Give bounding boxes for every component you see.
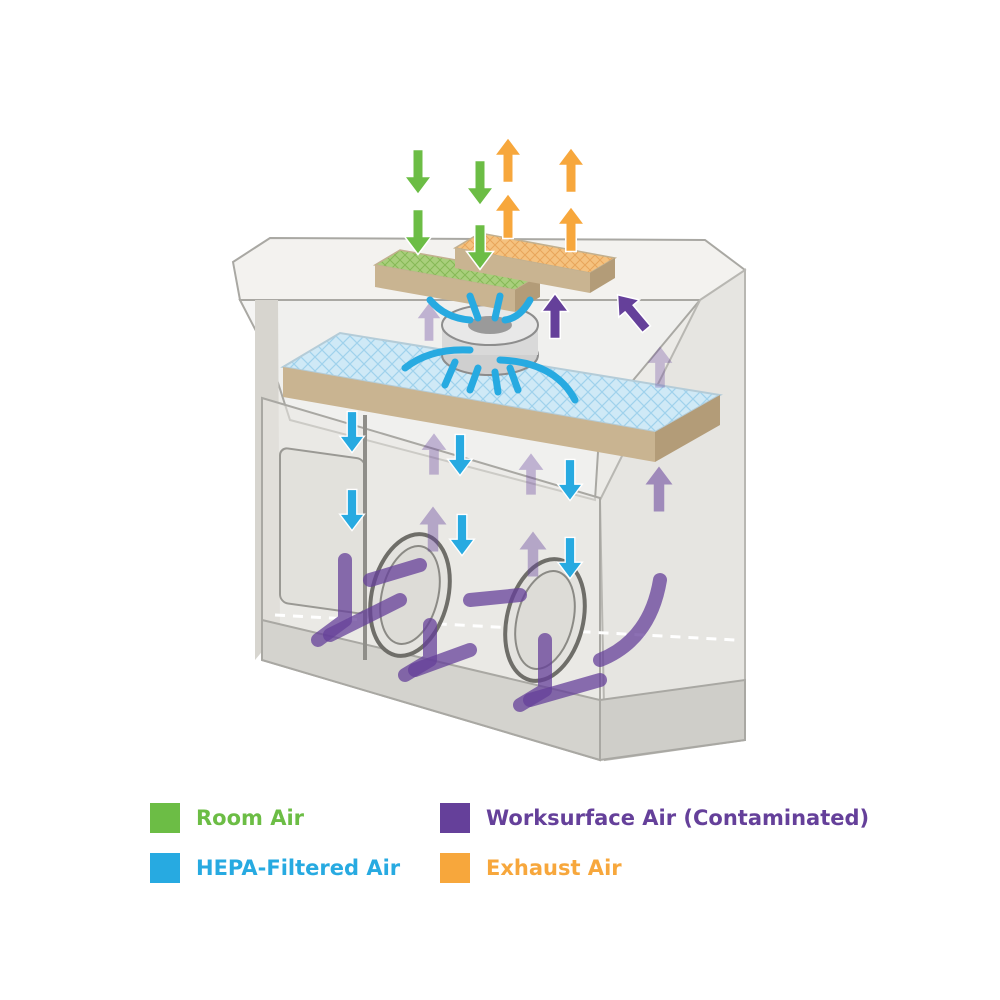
glove-port-right: [503, 557, 587, 683]
legend-item-exhaust-air: Exhaust Air: [440, 851, 622, 885]
legend-item-worksurface-air: Worksurface Air (Contaminated): [440, 801, 869, 835]
worksurface-air-paths: [311, 553, 667, 712]
legend-label-room-air: Room Air: [196, 806, 305, 830]
exhaust-pre-filter: [452, 232, 618, 293]
legend-item-room-air: Room Air: [150, 801, 304, 835]
legend-label-worksurface-air: Worksurface Air (Contaminated): [486, 806, 870, 830]
exhaust-air-arrows: [493, 136, 586, 253]
legend-item-hepa-air: HEPA-Filtered Air: [150, 851, 400, 885]
legend-label-hepa-air: HEPA-Filtered Air: [196, 856, 401, 880]
room-air-swatch: [150, 803, 180, 833]
legend-label-exhaust-air: Exhaust Air: [486, 856, 622, 880]
exhaust-air-swatch: [440, 853, 470, 883]
hepa-filter: [280, 331, 723, 462]
hepa-filtered-air-swirl: [401, 292, 579, 404]
room-air-pre-filter: [372, 249, 543, 312]
hepa-air-swatch: [150, 853, 180, 883]
worksurface-air-swatch: [440, 803, 470, 833]
